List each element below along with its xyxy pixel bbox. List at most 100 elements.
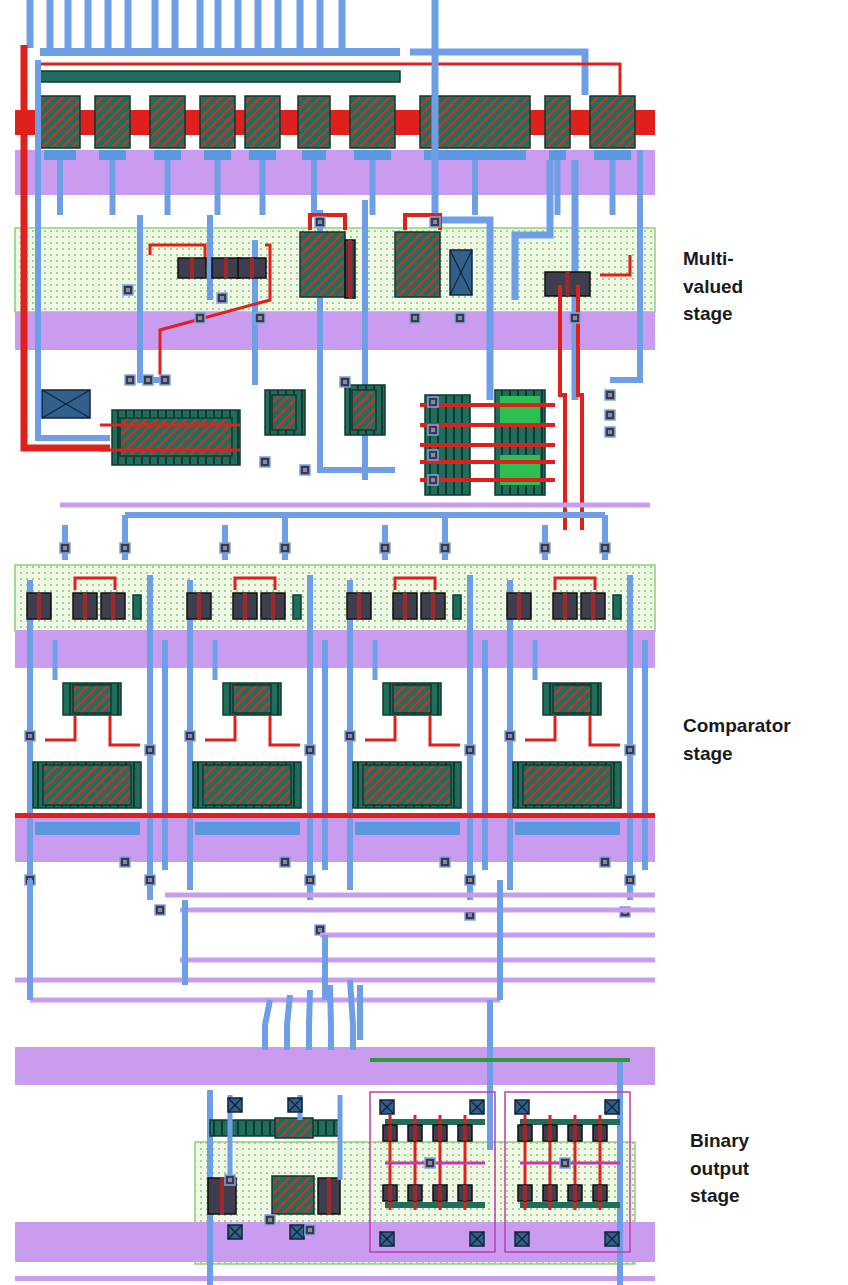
device-block [347,593,371,619]
via-contact [60,543,70,553]
gate-strip [250,258,254,278]
poly-wire [205,715,235,740]
via-core [158,908,162,912]
poly-wire [100,449,240,452]
device-block [543,1185,557,1201]
via-contact [155,905,165,915]
poly-wire [420,460,555,464]
diffusion-strip [424,150,526,160]
via-contact [380,543,390,553]
metal-wire [297,0,304,48]
via-contact [315,217,325,227]
via-core [318,928,322,932]
via-core [608,413,612,417]
layout-layers [15,0,655,1285]
metal-wire [370,160,376,215]
via-core [283,860,287,864]
via-contact [440,857,450,867]
gate-strip [523,1125,527,1141]
via-core [468,878,472,882]
poly-wire [590,715,620,745]
via-contact [560,1158,570,1168]
via-core [608,393,612,397]
diffusion-strip [35,822,140,835]
gate-strip [243,593,247,619]
transistor-gate [275,1118,313,1138]
metal-wire [27,880,33,1000]
poly-wire [235,578,275,590]
cross-line [288,1098,302,1112]
cross-line [380,1100,394,1114]
transistor-diffusion [63,683,121,715]
metal-wire [311,160,317,215]
via-contact [217,293,227,303]
via-core [220,296,224,300]
diffusion-strip [99,150,126,160]
via-core [431,400,435,404]
crossed-contact [228,1098,242,1112]
via-core [188,734,192,738]
via-core [543,546,547,550]
diffusion-strip [154,150,181,160]
gate-strip [573,1125,577,1141]
transistor-diffusion [112,410,240,465]
gate-strip [438,1185,442,1201]
poly-wire [395,578,435,590]
metal2-wire [15,978,655,983]
via-core [308,748,312,752]
via-core [603,860,607,864]
metal-wire [197,0,204,48]
crossed-contact [228,1225,242,1239]
metal-wire [172,0,179,48]
device-block [408,1185,422,1201]
active-strip [520,1202,620,1208]
gate-strip [598,1125,602,1141]
poly-wire [420,423,555,427]
metal-wire [260,160,266,215]
crossed-contact [515,1100,529,1114]
via-core [431,428,435,432]
cross-line [380,1232,394,1246]
transistor-gate [363,765,451,805]
active-strip [385,1202,485,1208]
poly-wire [525,715,555,740]
via-core [603,546,607,550]
metal-wire [215,0,222,48]
via-contact [465,875,475,885]
device-block [613,595,621,619]
via-contact [345,731,355,741]
metal-wire [307,575,313,900]
gate-row [40,71,400,82]
transistor-diffusion [513,762,621,808]
device-block [421,593,445,619]
cross-line [515,1232,529,1246]
metal-wire [357,985,363,1040]
transistor-gate [73,685,111,713]
via-core [163,378,167,382]
metal2-wire [180,908,655,913]
transistor-gate [523,765,611,805]
via-core [443,546,447,550]
device-block [433,1185,447,1201]
gate-strip [413,1125,417,1141]
power-rail [15,1047,655,1085]
gate-strip [388,1125,392,1141]
active-block [500,396,540,426]
metal-wire [255,0,262,48]
metal2-wire [60,503,650,508]
via-core [128,378,132,382]
device-block [593,1185,607,1201]
metal-wire [432,0,439,45]
crossed-contact [605,1100,619,1114]
transistor-gate [393,685,431,713]
crossed-contact [515,1232,529,1246]
via-contact [410,313,420,323]
gate-strip [271,593,275,619]
metal-wire [555,160,561,215]
metal-wire [435,45,490,400]
via-core [268,1218,272,1222]
cross-line [605,1232,619,1246]
device-block [212,258,240,278]
device-block [507,593,531,619]
cross-line [288,1098,302,1112]
